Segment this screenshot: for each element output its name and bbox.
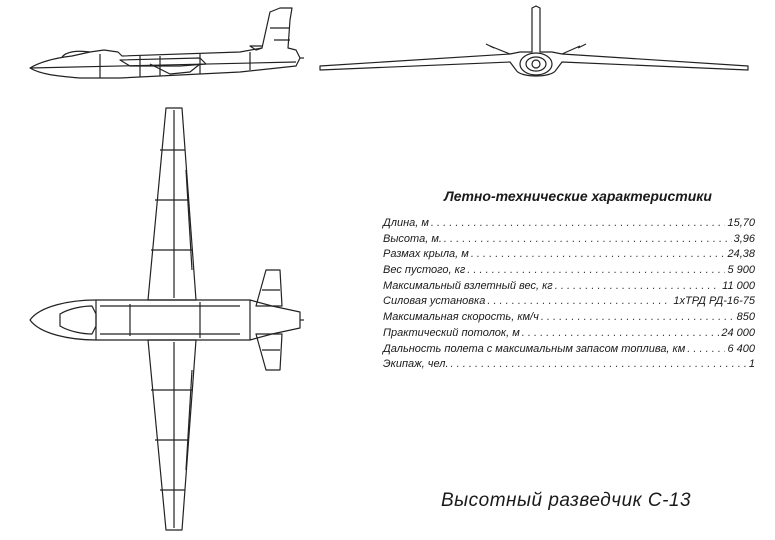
dot-leader <box>555 279 720 295</box>
spec-row: Максимальный взлетный вес, кг 11 000 <box>383 279 755 295</box>
spec-row: Высота, м. 3,96 <box>383 232 755 248</box>
spec-label: Дальность полета с максимальным запасом … <box>383 342 686 355</box>
spec-row: Силовая установка 1хТРД РД-16-75 <box>383 294 755 310</box>
spec-label: Практический потолок, м <box>383 326 520 339</box>
spec-row: Дальность полета с максимальным запасом … <box>383 342 755 358</box>
spec-row: Длина, м 15,70 <box>383 216 755 232</box>
spec-value: 1хТРД РД-16-75 <box>673 295 755 308</box>
spec-value: 15,70 <box>727 217 755 229</box>
spec-label: Экипаж, чел. <box>383 358 449 371</box>
spec-row: Практический потолок, м 24 000 <box>383 326 755 342</box>
specs-table: Летно-технические характеристики Длина, … <box>383 188 755 373</box>
spec-value: 1 <box>748 358 755 371</box>
spec-row: Экипаж, чел. 1 <box>383 357 755 373</box>
spec-label: Вес пустого, кг <box>383 264 466 277</box>
top-view-drawing <box>29 107 304 531</box>
spec-label: Длина, м <box>383 217 429 229</box>
caption: Высотный разведчик С-13 <box>441 490 692 511</box>
dot-leader <box>467 263 725 279</box>
dot-leader <box>541 310 735 326</box>
dot-leader <box>487 294 671 310</box>
spec-value: 6 400 <box>727 342 755 355</box>
specs-title: Летно-технические характеристики <box>444 188 712 204</box>
spec-row: Максимальная скорость, км/ч 850 <box>383 310 755 326</box>
spec-value: 850 <box>736 311 755 324</box>
dot-leader <box>471 247 726 263</box>
spec-row: Вес пустого, кг 5 900 <box>383 263 755 279</box>
spec-label: Силовая установка <box>383 295 486 308</box>
dot-leader <box>451 357 747 373</box>
spec-value: 3,96 <box>733 232 755 245</box>
specs-rows: Длина, м 15,70 Высота, м. 3,96 Размах крыл… <box>383 216 755 373</box>
side-view-drawing <box>29 7 304 79</box>
dot-leader <box>444 232 732 248</box>
dot-leader <box>431 216 726 232</box>
spec-value: 5 900 <box>727 264 755 277</box>
front-view-drawing <box>319 5 749 77</box>
spec-value: 24,38 <box>727 248 755 261</box>
spec-label: Максимальный взлетный вес, кг <box>383 279 553 292</box>
dot-leader <box>687 342 725 358</box>
spec-label: Высота, м. <box>383 232 442 245</box>
spec-label: Максимальная скорость, км/ч <box>383 311 539 324</box>
dot-leader <box>522 326 720 342</box>
spec-row: Размах крыла, м 24,38 <box>383 247 755 263</box>
spec-value: 11 000 <box>722 279 755 292</box>
spec-value: 24 000 <box>721 326 755 339</box>
spec-label: Размах крыла, м <box>383 248 469 261</box>
